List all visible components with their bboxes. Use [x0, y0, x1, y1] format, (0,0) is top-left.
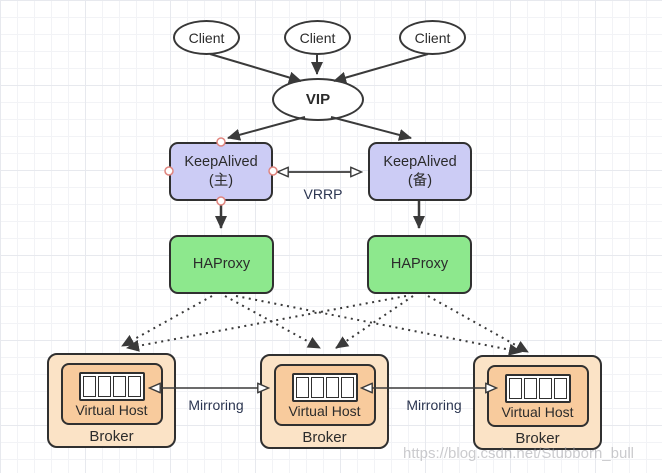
virtual-host-box[interactable]: Virtual Host [273, 364, 376, 426]
keepalived-role: (备) [407, 172, 433, 189]
broker-label: Broker [89, 428, 134, 445]
keepalived-role: (主) [208, 172, 234, 189]
queue-cell [508, 378, 522, 399]
queue-icon [291, 373, 358, 402]
client-label: Client [299, 29, 336, 46]
queue-cell [325, 377, 339, 398]
edge-haproxy1-broker3[interactable] [235, 295, 522, 356]
vrrp-edge-label: VRRP [303, 186, 343, 202]
edge-client1-vip[interactable] [209, 53, 302, 84]
vip-label: VIP [305, 91, 331, 108]
edge-vip-keepalived-backup[interactable] [330, 116, 412, 141]
queue-cell [82, 376, 96, 397]
virtual-host-box[interactable]: Virtual Host [60, 363, 163, 425]
node-client-3[interactable]: Client [399, 20, 466, 55]
watermark: https://blog.csdn.net/Stubborn_bull [403, 445, 634, 462]
broker-label: Broker [515, 430, 560, 447]
node-keepalived-backup[interactable]: KeepAlived (备) [368, 142, 472, 201]
edge-haproxy2-broker1[interactable] [126, 295, 407, 352]
queue-cell [295, 377, 309, 398]
node-broker-1[interactable]: Virtual Host Broker [47, 353, 176, 448]
virtual-host-label: Virtual Host [501, 404, 574, 420]
queue-cell [553, 378, 567, 399]
node-client-2[interactable]: Client [284, 20, 351, 55]
virtual-host-label: Virtual Host [75, 402, 148, 418]
queue-icon [504, 374, 571, 403]
node-haproxy-1[interactable]: HAProxy [169, 235, 274, 294]
haproxy-label: HAProxy [390, 256, 449, 273]
client-label: Client [414, 29, 451, 46]
edge-client3-vip[interactable] [333, 53, 429, 84]
queue-cell [310, 377, 324, 398]
queue-cell [340, 377, 354, 398]
queue-icon [78, 372, 145, 401]
node-broker-3[interactable]: Virtual Host Broker [473, 355, 602, 450]
queue-cell [97, 376, 111, 397]
queue-cell [112, 376, 126, 397]
edge-haproxy2-broker3[interactable] [427, 295, 529, 353]
haproxy-label: HAProxy [192, 256, 251, 273]
edge-haproxy1-broker2[interactable] [224, 295, 321, 349]
edge-haproxy1-broker1[interactable] [121, 295, 213, 347]
queue-cell [523, 378, 537, 399]
broker-label: Broker [302, 429, 347, 446]
keepalived-label: KeepAlived [383, 154, 457, 171]
node-haproxy-2[interactable]: HAProxy [367, 235, 472, 294]
mirroring-edge-label-2: Mirroring [406, 397, 462, 413]
queue-cell [127, 376, 141, 397]
node-client-1[interactable]: Client [173, 20, 240, 55]
node-vip[interactable]: VIP [272, 78, 364, 121]
virtual-host-box[interactable]: Virtual Host [486, 365, 589, 427]
queue-cell [538, 378, 552, 399]
edge-vip-keepalived-master[interactable] [227, 116, 306, 141]
client-label: Client [188, 29, 225, 46]
edge-haproxy2-broker2[interactable] [335, 295, 414, 349]
virtual-host-label: Virtual Host [288, 403, 361, 419]
keepalived-label: KeepAlived [184, 154, 258, 171]
node-keepalived-master[interactable]: KeepAlived (主) [169, 142, 273, 201]
mirroring-edge-label-1: Mirroring [188, 397, 244, 413]
node-broker-2[interactable]: Virtual Host Broker [260, 354, 389, 449]
